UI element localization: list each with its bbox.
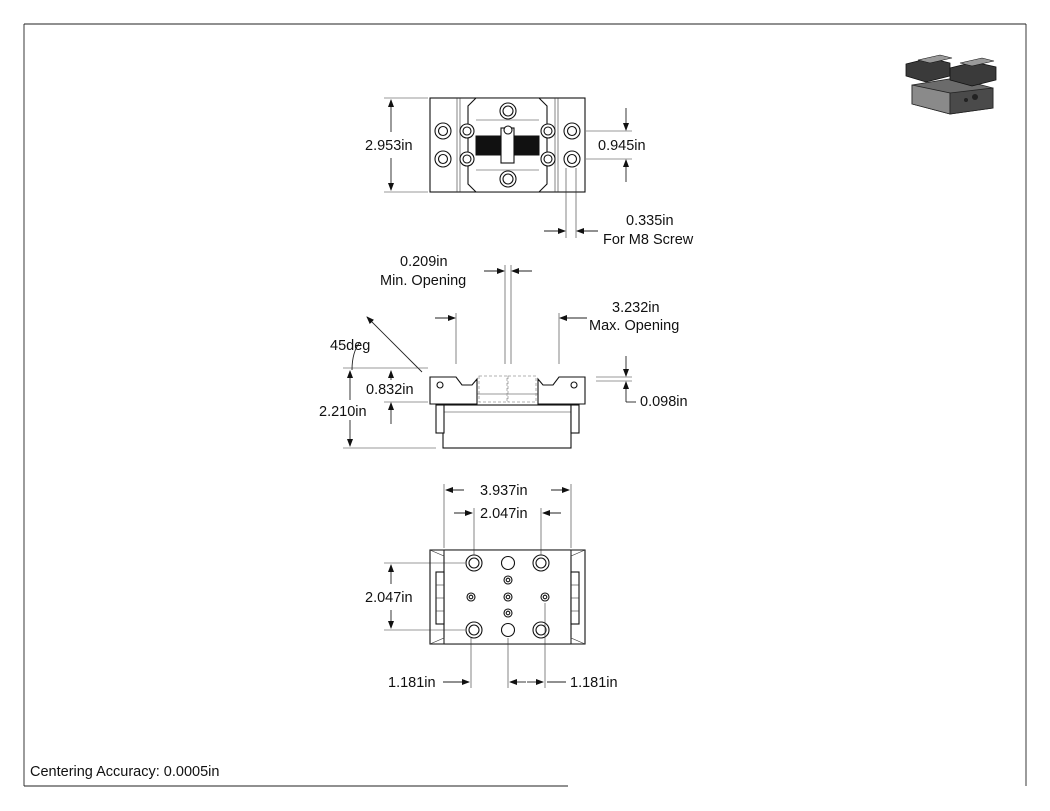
label-max-opening: Max. Opening <box>589 318 679 334</box>
dim-bottom-spacing-x: 2.047in <box>480 506 528 522</box>
dim-screw-slot: 0.335in <box>626 213 674 229</box>
bottom-view <box>384 484 586 688</box>
dim-top-height: 2.953in <box>365 138 413 154</box>
dim-min-opening: 0.209in <box>400 254 448 270</box>
dim-bottom-width: 3.937in <box>480 483 528 499</box>
dim-offset-right: 1.181in <box>570 675 618 691</box>
dim-jaw-height: 0.832in <box>366 382 414 398</box>
dim-step: 0.098in <box>640 394 688 410</box>
dim-offset-left: 1.181in <box>388 675 436 691</box>
footer-note: Centering Accuracy: 0.0005in <box>30 764 219 780</box>
label-min-opening: Min. Opening <box>380 273 466 289</box>
isometric-thumbnail <box>905 54 997 115</box>
dim-bottom-spacing-y: 2.047in <box>365 590 413 606</box>
top-view <box>384 97 632 238</box>
dim-overall-height: 2.210in <box>319 404 367 420</box>
dim-angle: 45deg <box>330 338 370 354</box>
front-view <box>343 265 636 449</box>
top-view-bolt-holes <box>434 122 581 168</box>
sheet-border <box>23 23 1027 787</box>
dim-top-slot-spacing: 0.945in <box>598 138 646 154</box>
note-screw: For M8 Screw <box>603 232 694 248</box>
dim-max-opening: 3.232in <box>612 300 660 316</box>
